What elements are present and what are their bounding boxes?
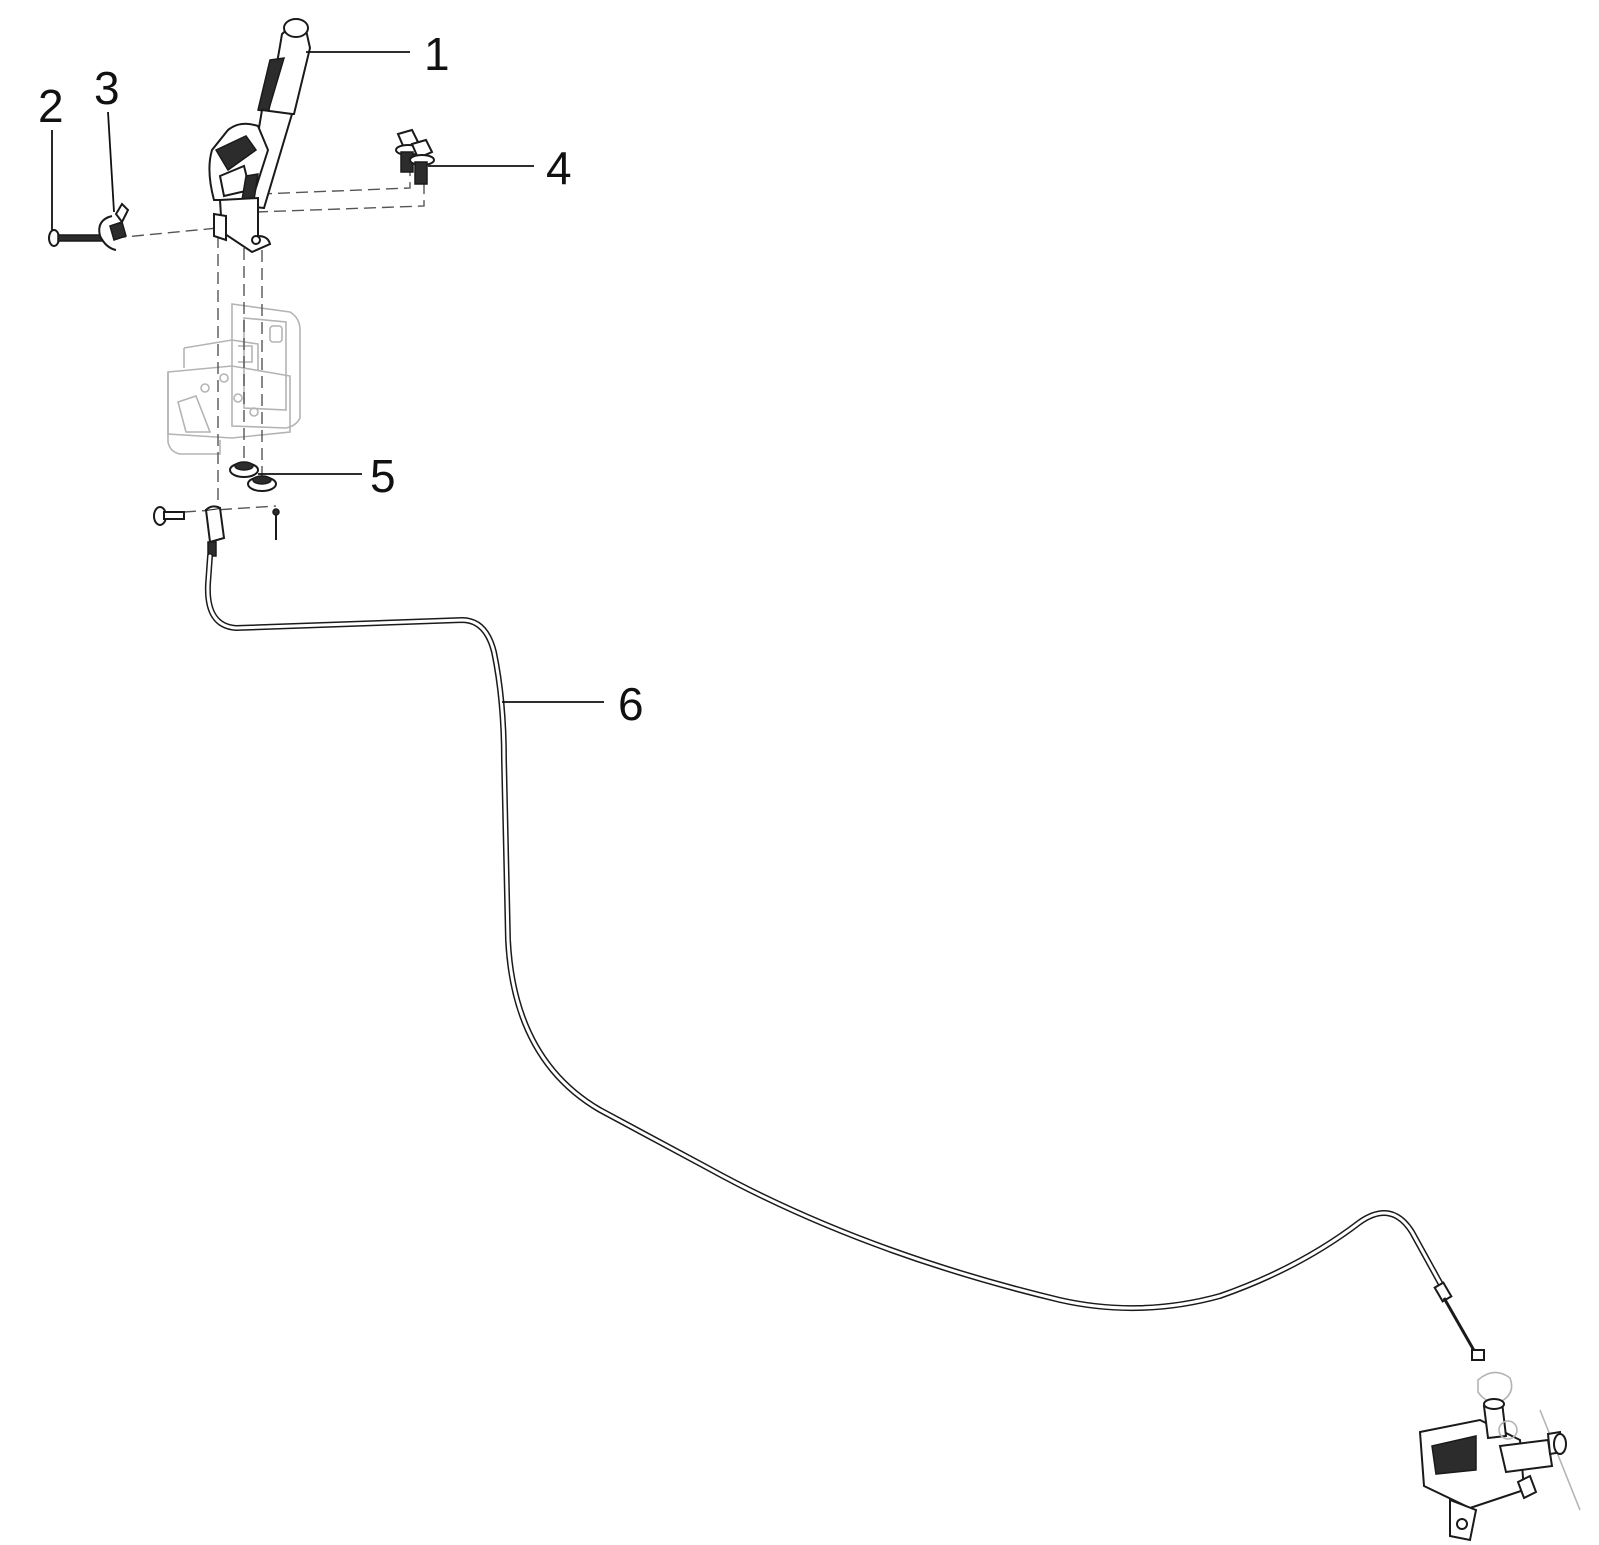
mounting-bracket-ghost xyxy=(167,303,301,455)
callout-5: 5 xyxy=(370,450,396,502)
brake-lever xyxy=(208,18,312,254)
assembly-lines xyxy=(113,168,425,513)
clevis-pin xyxy=(48,229,103,247)
callout-2: 2 xyxy=(38,80,64,132)
leader-lines xyxy=(51,51,604,703)
spring-clip xyxy=(98,202,130,251)
callout-4: 4 xyxy=(546,142,572,194)
brake-caliper xyxy=(1418,1371,1581,1542)
brake-cable xyxy=(204,553,1485,1361)
flange-nuts xyxy=(229,461,277,492)
flange-bolts xyxy=(395,128,435,185)
callout-labels: 1 2 3 4 5 6 xyxy=(38,28,644,730)
callout-6: 6 xyxy=(618,678,644,730)
callout-1: 1 xyxy=(424,28,450,80)
cable-clevis xyxy=(153,505,280,557)
callout-3: 3 xyxy=(94,62,120,114)
